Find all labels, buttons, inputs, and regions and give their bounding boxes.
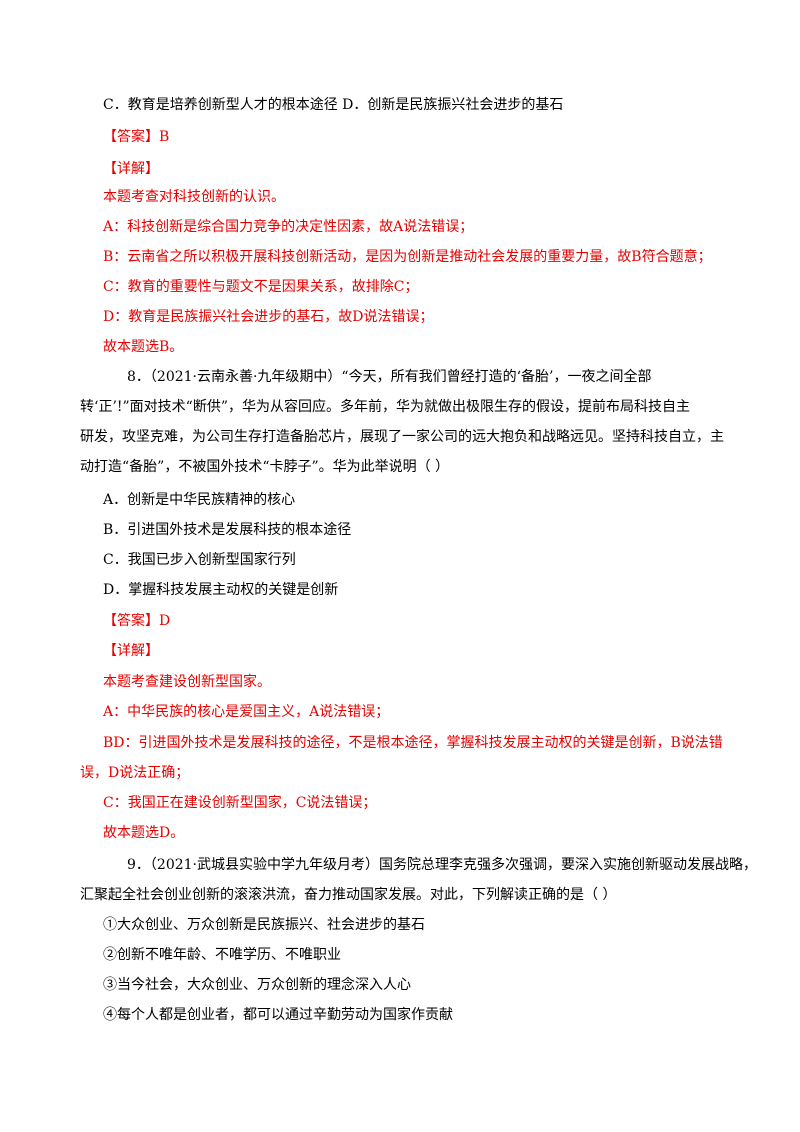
answer-label: 【答案】B (103, 129, 170, 145)
explanation-line: B：云南省之所以积极开展科技创新活动，是因为创新是推动社会发展的重要力量，故B符… (103, 249, 712, 265)
option-b: B．引进国外技术是发展科技的根本途径 (103, 522, 352, 538)
question-8-stem: 8．（2021·云南永善·九年级期中）“今天，所有我们曾经打造的‘备胎’，一夜之… (127, 369, 652, 385)
statement-3: ③当今社会，大众创业、万众创新的理念深入人心 (103, 977, 411, 993)
explanation-line: A：中华民族的核心是爱国主义，A说法错误； (103, 704, 390, 720)
question-8-stem: 转‘正’!”面对技术“断供”，华为从容回应。多年前，华为就做出极限生存的假设，提… (80, 399, 690, 415)
option-c: C．我国已步入创新型国家行列 (103, 552, 296, 568)
conclusion-line: 故本题选D。 (103, 825, 185, 841)
explanation-label: 【详解】 (103, 643, 159, 659)
explanation-label: 【详解】 (103, 161, 159, 177)
question-9-stem: 汇聚起全社会创业创新的滚滚洪流，奋力推动国家发展。对此，下列解读正确的是（ ） (80, 887, 617, 903)
statement-1: ①大众创业、万众创新是民族振兴、社会进步的基石 (103, 917, 425, 933)
explanation-line: 误，D说法正确； (80, 765, 190, 781)
question-7-options-cd: C．教育是培养创新型人才的根本途径 D．创新是民族振兴社会进步的基石 (103, 97, 564, 113)
explanation-line: 本题考查对科技创新的认识。 (103, 189, 285, 205)
statement-2: ②创新不唯年龄、不唯学历、不唯职业 (103, 947, 341, 963)
statement-4: ④每个人都是创业者，都可以通过辛勤劳动为国家作贡献 (103, 1007, 453, 1023)
option-d: D．掌握科技发展主动权的关键是创新 (103, 582, 339, 598)
explanation-line: D：教育是民族振兴社会进步的基石，故D说法错误； (103, 309, 434, 325)
question-8-stem: 动打造“备胎”，不被国外技术“卡脖子”。华为此举说明（ ） (80, 459, 450, 475)
explanation-line: A：科技创新是综合国力竞争的决定性因素，故A说法错误； (103, 219, 474, 235)
answer-label: 【答案】D (103, 613, 171, 629)
option-a: A．创新是中华民族精神的核心 (103, 492, 296, 508)
explanation-line: 本题考查建设创新型国家。 (103, 674, 271, 690)
conclusion-line: 故本题选B。 (103, 339, 184, 355)
question-9-stem: 9．（2021·武城县实验中学九年级月考）国务院总理李克强多次强调，要深入实施创… (127, 857, 757, 873)
question-8-stem: 研发，攻坚克难，为公司生存打造备胎芯片，展现了一家公司的远大抱负和战略远见。坚持… (80, 429, 724, 445)
explanation-line: BD：引进国外技术是发展科技的途径，不是根本途径，掌握科技发展主动权的关键是创新… (103, 735, 723, 751)
explanation-line: C：我国正在建设创新型国家，C说法错误； (103, 795, 377, 811)
explanation-line: C：教育的重要性与题文不是因果关系，故排除C； (103, 279, 419, 295)
